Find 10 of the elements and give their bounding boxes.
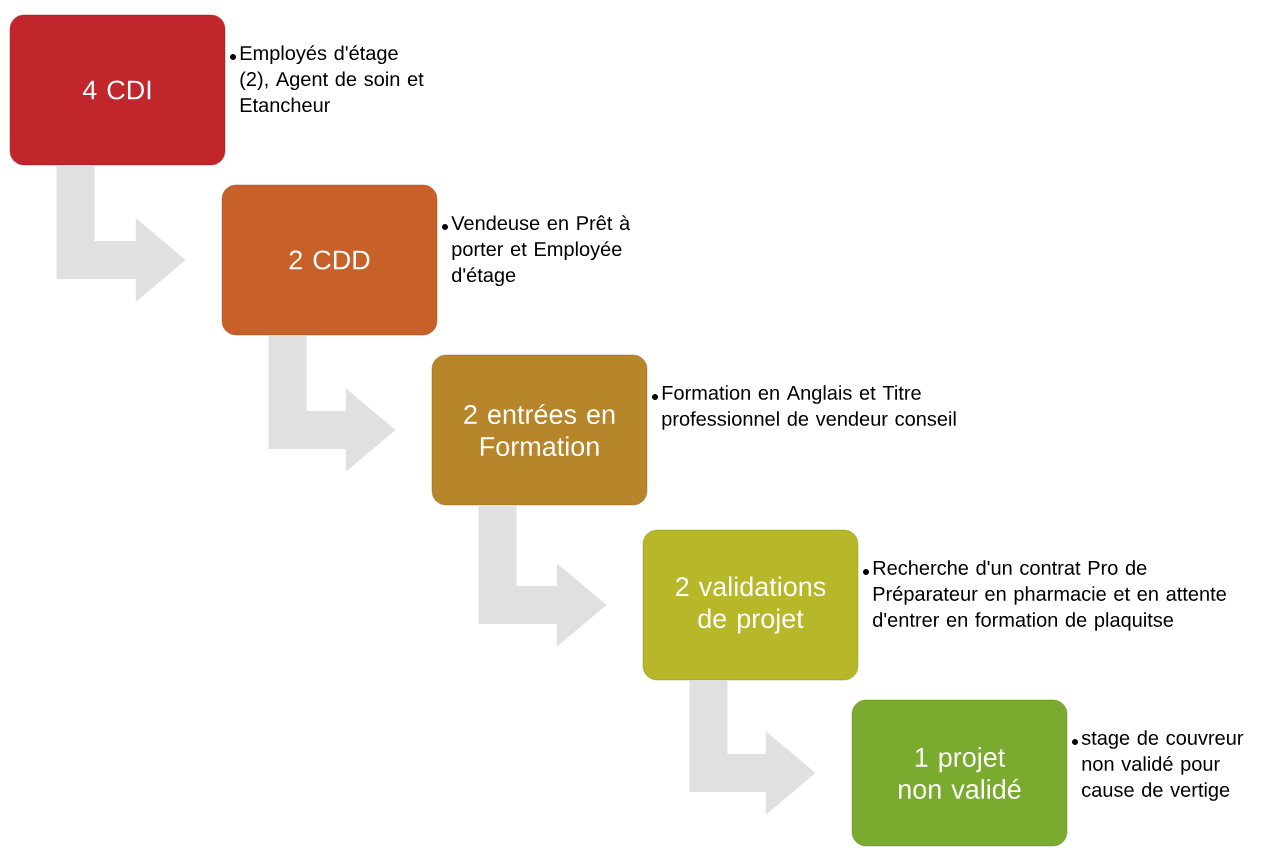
description-text: Vendeuse en Prêt à porter et Employée d'étage	[451, 215, 631, 287]
step-box: 4 CDI	[9, 14, 226, 166]
step-box: 2 entrées en Formation	[431, 354, 648, 506]
description-text: Employés d'étage (2), Agent de soin et Etancheur	[240, 45, 424, 113]
description-text: Formation en Anglais et Titre professionnel de vendeur conseil	[662, 385, 956, 430]
description-text: stage de couvreur non validé pour cause de vertige	[1081, 730, 1244, 801]
step-box: 2 validations de projet	[642, 529, 859, 681]
step-box: 2 CDD	[221, 184, 438, 336]
step-box: 1 projet non validé	[851, 699, 1068, 847]
description-text: Recherche d'un contrat Pro de Préparateur en pharmacie et en attente d'entrer en formation de plaquitse	[873, 560, 1226, 631]
